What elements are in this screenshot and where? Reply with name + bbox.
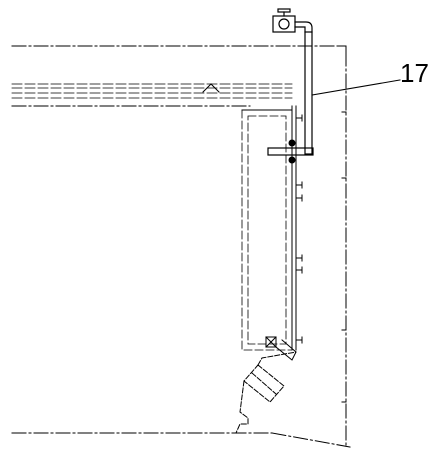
joint-markers bbox=[288, 139, 296, 164]
pump-assembly bbox=[235, 336, 297, 434]
top-valve bbox=[272, 8, 313, 33]
riser-fittings bbox=[295, 114, 303, 344]
pipe-bracket bbox=[267, 147, 314, 156]
beam-marker bbox=[202, 83, 220, 93]
right-wall bbox=[337, 45, 347, 448]
reference-label-17: 17 bbox=[400, 58, 429, 88]
vertical-pipe bbox=[304, 31, 313, 155]
leader-line bbox=[311, 79, 401, 96]
horizontal-beam bbox=[11, 83, 293, 99]
inner-chamber bbox=[241, 109, 293, 351]
riser-line bbox=[291, 105, 297, 351]
structure-outline bbox=[11, 45, 351, 448]
